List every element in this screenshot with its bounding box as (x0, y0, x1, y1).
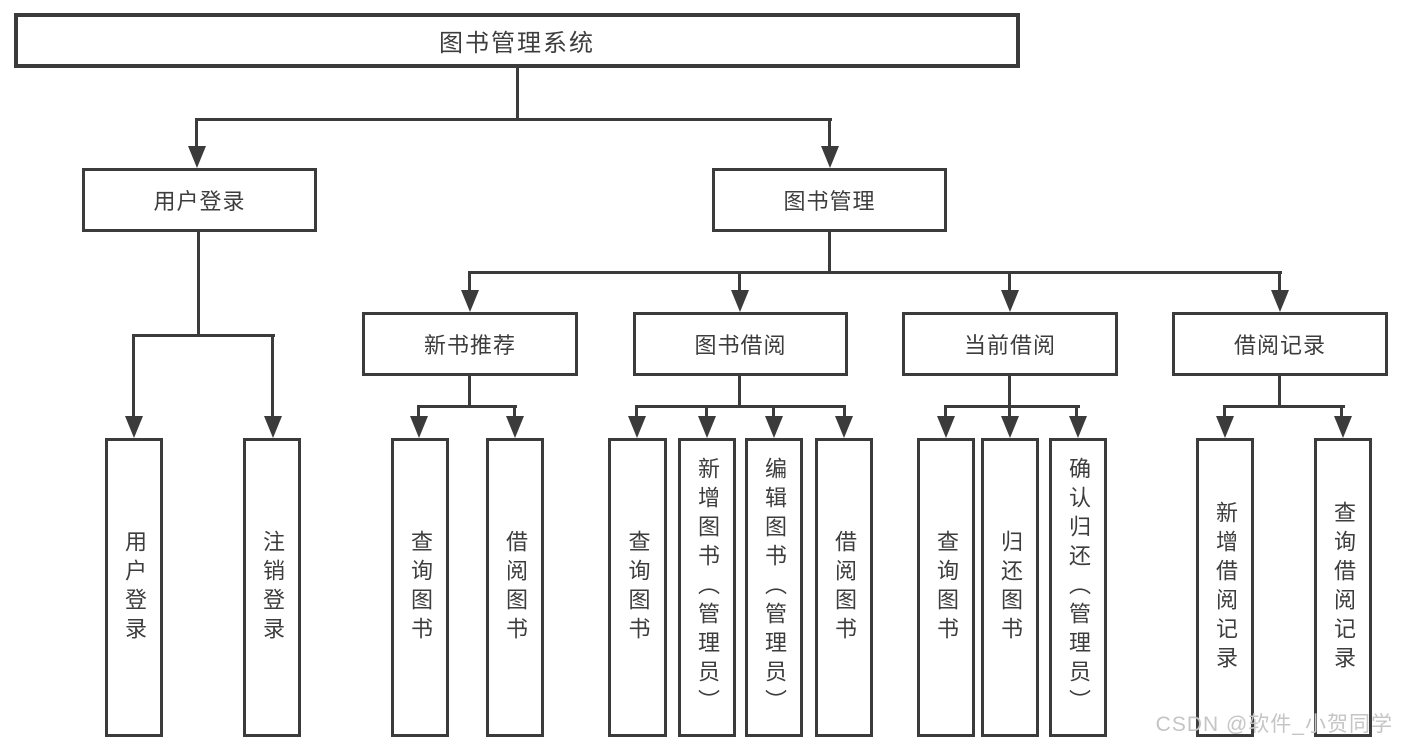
connector-line (468, 271, 1282, 274)
node-current-borrowing: 当前借阅 (902, 312, 1118, 376)
connector-line (132, 334, 275, 337)
connector-line (513, 405, 516, 418)
node-label: 编辑图书（管理员） (762, 457, 787, 718)
node-label: 用户登录 (122, 529, 147, 646)
arrowhead-down-icon (188, 146, 206, 168)
node-recommend-borrow-book: 借阅图书 (486, 438, 544, 737)
node-book-borrowing: 图书借阅 (633, 312, 848, 376)
node-label: 新增图书（管理员） (695, 457, 720, 718)
node-label: 查询图书 (625, 529, 651, 646)
node-label: 查询借阅记录 (1331, 500, 1356, 675)
node-label: 当前借阅 (963, 333, 1056, 358)
connector-line (1223, 405, 1345, 408)
connector-line (944, 405, 947, 418)
connector-line (1008, 271, 1011, 292)
node-current-return-book: 归还图书 (981, 438, 1039, 737)
connector-line (197, 232, 200, 337)
node-borrowing-records: 借阅记录 (1172, 312, 1388, 376)
node-user-login-action: 用户登录 (105, 438, 163, 737)
connector-line (1008, 376, 1011, 407)
node-current-confirm-return-admin: 确认归还（管理员） (1049, 438, 1107, 737)
arrowhead-down-icon (731, 290, 749, 312)
connector-line (1340, 405, 1343, 418)
connector-line (738, 271, 741, 292)
connector-line (271, 334, 274, 418)
node-records-query-borrow-record: 查询借阅记录 (1314, 438, 1372, 737)
node-label: 图书借阅 (694, 333, 787, 358)
arrowhead-down-icon (410, 416, 428, 438)
arrowhead-down-icon (264, 416, 282, 438)
arrowhead-down-icon (1001, 290, 1019, 312)
connector-line (1223, 405, 1226, 418)
arrowhead-down-icon (1334, 416, 1352, 438)
node-new-book-recommendation: 新书推荐 (362, 312, 578, 376)
arrowhead-down-icon (506, 416, 524, 438)
node-records-add-borrow-record: 新增借阅记录 (1196, 438, 1254, 737)
connector-line (635, 405, 846, 408)
connector-line (516, 68, 519, 120)
node-library-management-system: 图书管理系统 (14, 13, 1020, 68)
node-label: 图书管理系统 (439, 30, 595, 57)
arrowhead-down-icon (628, 416, 646, 438)
node-borrowing-edit-book-admin: 编辑图书（管理员） (745, 438, 803, 737)
node-label: 确认归还（管理员） (1066, 457, 1091, 718)
arrowhead-down-icon (765, 416, 783, 438)
connector-line (635, 405, 638, 418)
connector-line (417, 405, 517, 408)
connector-line (705, 405, 708, 418)
node-label: 用户登录 (153, 189, 246, 214)
node-user-login: 用户登录 (82, 168, 317, 232)
arrowhead-down-icon (698, 416, 716, 438)
connector-line (772, 405, 775, 418)
arrowhead-down-icon (1271, 290, 1289, 312)
connector-line (738, 376, 741, 407)
connector-line (843, 405, 846, 418)
connector-line (1278, 376, 1281, 407)
connector-line (1278, 271, 1281, 292)
connector-line (828, 232, 831, 273)
connector-line (468, 271, 471, 292)
node-borrowing-borrow-book: 借阅图书 (815, 438, 873, 737)
node-recommend-query-book: 查询图书 (391, 438, 449, 737)
arrowhead-down-icon (461, 290, 479, 312)
connector-line (944, 405, 1080, 408)
csdn-watermark: CSDN @软件_小贺同学 (1155, 713, 1393, 736)
connector-line (1075, 405, 1078, 418)
node-label: 新书推荐 (423, 333, 516, 358)
connector-line (195, 118, 832, 121)
node-borrowing-query-book: 查询图书 (608, 438, 667, 737)
arrowhead-down-icon (1069, 416, 1087, 438)
arrowhead-down-icon (821, 146, 839, 168)
node-label: 借阅图书 (832, 529, 857, 646)
node-current-query-book: 查询图书 (917, 438, 975, 737)
node-label: 查询图书 (408, 529, 433, 646)
connector-line (468, 376, 471, 407)
connector-line (132, 334, 135, 418)
node-label: 新增借阅记录 (1213, 500, 1238, 675)
node-label: 图书管理 (783, 189, 876, 214)
node-label: 借阅记录 (1233, 333, 1326, 358)
arrowhead-down-icon (937, 416, 955, 438)
connector-line (417, 405, 420, 418)
arrowhead-down-icon (125, 416, 143, 438)
connector-line (828, 118, 831, 148)
arrowhead-down-icon (835, 416, 853, 438)
node-label: 查询图书 (934, 529, 959, 646)
node-label: 借阅图书 (503, 529, 528, 646)
node-label: 归还图书 (998, 529, 1023, 646)
arrowhead-down-icon (1001, 416, 1019, 438)
arrowhead-down-icon (1216, 416, 1234, 438)
node-borrowing-add-book-admin: 新增图书（管理员） (678, 438, 736, 737)
node-book-management: 图书管理 (712, 168, 947, 232)
node-logout-action: 注销登录 (243, 438, 301, 737)
connector-line (1008, 405, 1011, 418)
node-label: 注销登录 (260, 529, 285, 646)
connector-line (195, 118, 198, 148)
